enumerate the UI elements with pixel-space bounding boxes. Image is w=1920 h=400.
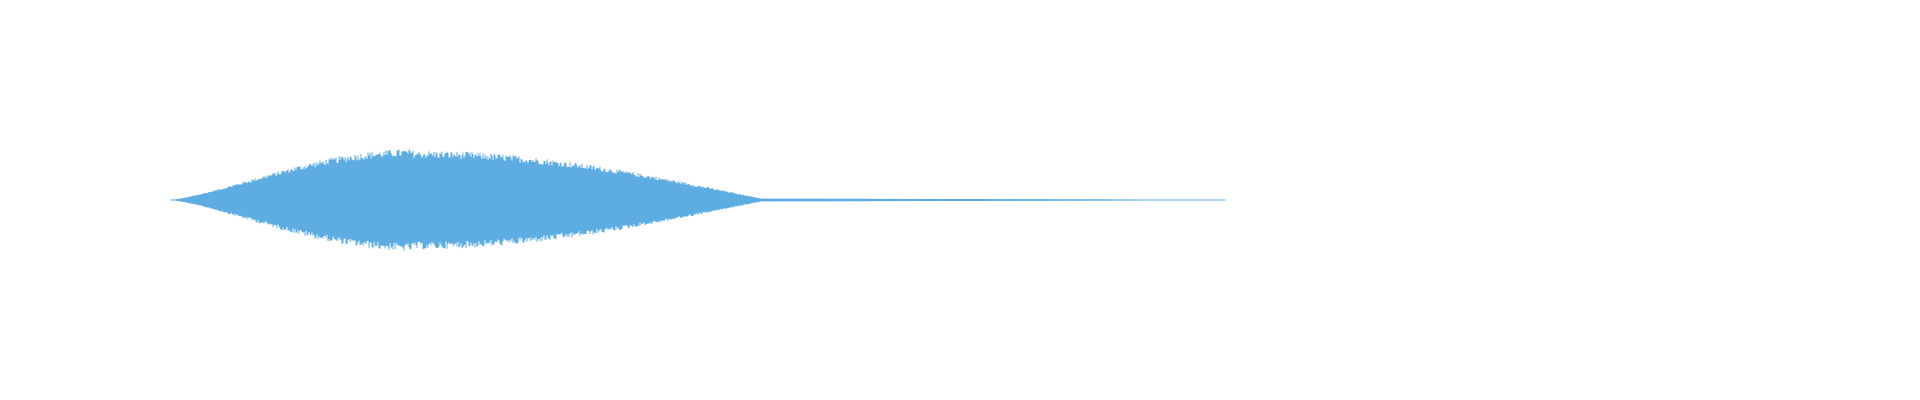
waveform-samples bbox=[170, 149, 1226, 251]
